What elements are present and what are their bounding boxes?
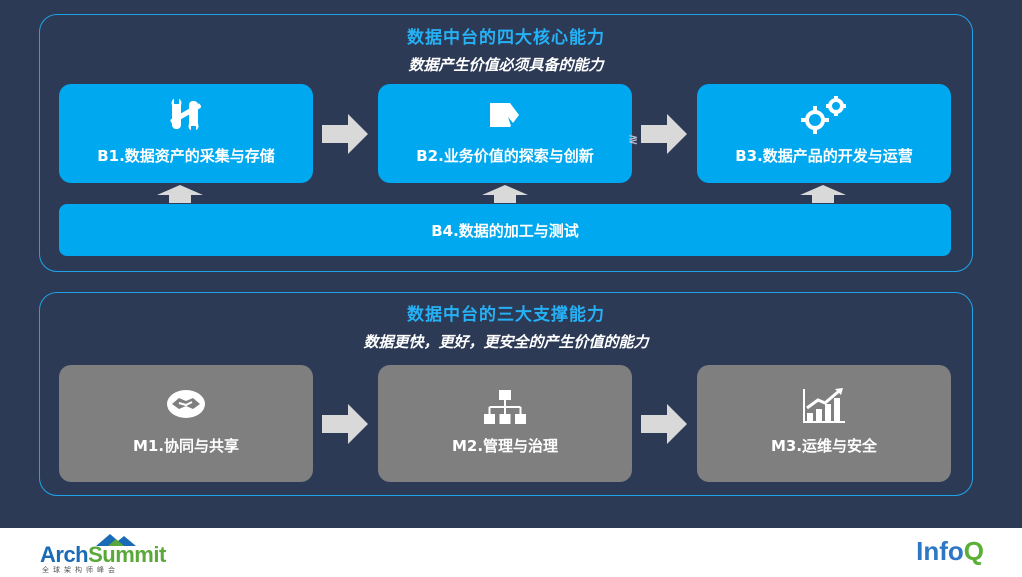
card-b4-label: B4.数据的加工与测试	[431, 222, 579, 240]
card-m3[interactable]: M3.运维与安全	[697, 365, 951, 482]
arrow-right-icon	[322, 114, 368, 154]
core-capabilities-panel: 数据中台的四大核心能力 数据产生价值必须具备的能力	[39, 14, 973, 272]
infoq-logo: InfoQ	[916, 536, 984, 566]
arrow-right-icon	[641, 404, 687, 444]
gears-icon	[799, 95, 849, 139]
support-capabilities-panel: 数据中台的三大支撑能力 数据更快，更好，更安全的产生价值的能力	[39, 292, 973, 496]
arrow-right-icon	[322, 404, 368, 444]
card-m2-label: M2.管理与治理	[451, 437, 559, 455]
arrow-right-icon	[641, 114, 687, 154]
support-panel-title: 数据中台的三大支撑能力	[407, 305, 605, 325]
mountain-icon	[96, 534, 136, 546]
card-b1-label: B1.数据资产的采集与存储	[97, 147, 275, 165]
arrow-up-icon	[482, 185, 528, 203]
card-m1-label: M1.协同与共享	[132, 437, 240, 455]
support-panel-subtitle: 数据更快，更好，更安全的产生价值的能力	[363, 333, 649, 351]
flag-icon	[488, 99, 522, 135]
card-m1[interactable]: M1.协同与共享	[59, 365, 313, 482]
card-m2[interactable]: M2.管理与治理	[378, 365, 632, 482]
growth-chart-icon	[801, 387, 847, 429]
org-chart-icon	[482, 390, 528, 428]
arrow-up-icon	[157, 185, 203, 203]
handshake-icon	[166, 389, 206, 423]
card-b4[interactable]: B4.数据的加工与测试	[59, 204, 951, 256]
footer: ArchSummit 全球架构师峰会 InfoQ	[0, 528, 1022, 577]
card-b2[interactable]: B2.业务价值的探索与创新	[378, 84, 632, 183]
card-m3-label: M3.运维与安全	[770, 437, 878, 455]
card-b2-label: B2.业务价值的探索与创新	[416, 147, 594, 165]
archsummit-logo: ArchSummit 全球架构师峰会	[40, 534, 166, 575]
card-b3[interactable]: B3.数据产品的开发与运营	[697, 84, 951, 183]
decorative-mark: ≷	[628, 132, 639, 146]
tools-icon	[167, 97, 205, 137]
arrow-up-icon	[800, 185, 846, 203]
card-b1[interactable]: B1.数据资产的采集与存储	[59, 84, 313, 183]
core-panel-title: 数据中台的四大核心能力	[407, 28, 605, 48]
card-b3-label: B3.数据产品的开发与运营	[735, 147, 913, 165]
core-panel-subtitle: 数据产生价值必须具备的能力	[408, 56, 604, 74]
